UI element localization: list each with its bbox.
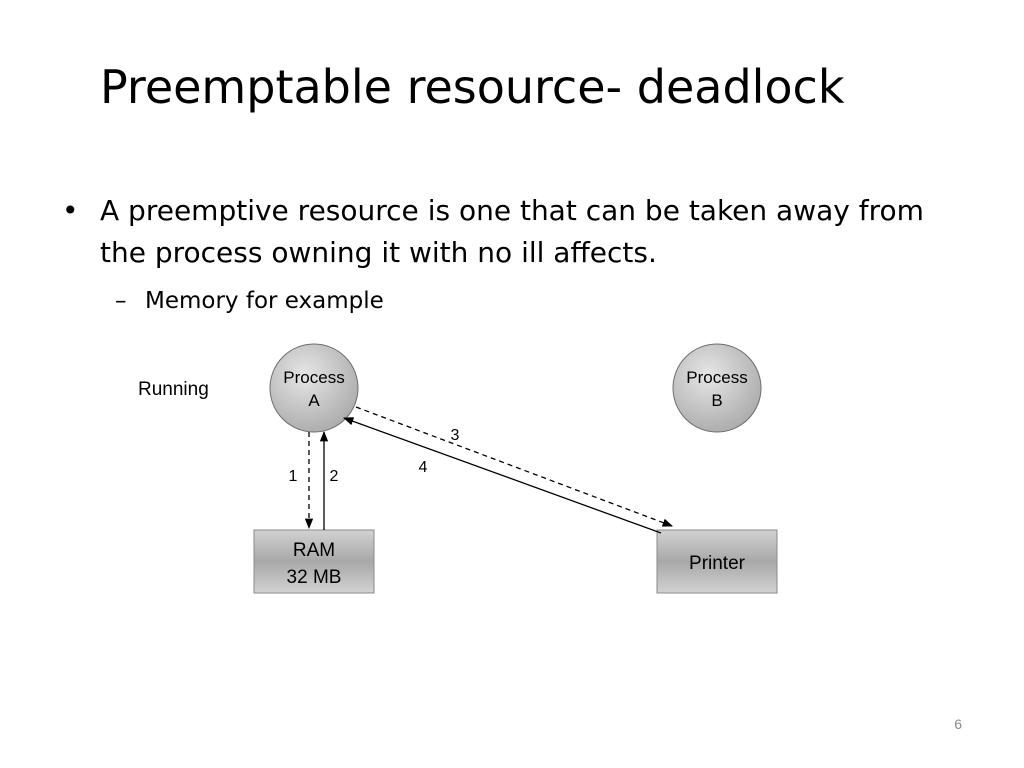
sub-bullet-text: Memory for example [145,288,384,314]
ram-node: RAM 32 MB [253,529,375,594]
bullet-text: A preemptive resource is one that can be… [100,194,924,269]
printer-node: Printer [656,529,778,594]
printer-label: Printer [689,553,746,574]
process-a-label-line1: Process [283,368,344,387]
ram-label-line1: RAM [293,540,335,561]
page-number: 6 [954,716,962,732]
slide-title: Preemptable resource- deadlock [100,60,845,114]
process-b-node: Process B [672,343,762,433]
edge-4-grant-printer [343,417,662,534]
running-label: Running [138,379,209,400]
edge-2-label: 2 [330,468,339,485]
edge-3-label: 3 [451,427,460,444]
process-a-node: Process A [269,343,359,433]
process-b-label-line2: B [711,391,722,410]
edge-1-label: 1 [289,468,298,485]
bullet-item: • A preemptive resource is one that can … [62,190,942,274]
sub-bullet-marker: – [115,288,127,314]
ram-label-line2: 32 MB [287,567,342,588]
process-a-label-line2: A [308,391,320,410]
edge-3-request-printer [355,406,673,527]
bullet-marker: • [62,194,79,227]
process-b-label-line1: Process [686,368,747,387]
edge-4-label: 4 [419,459,428,476]
sub-bullet-item: –Memory for example [115,284,384,318]
